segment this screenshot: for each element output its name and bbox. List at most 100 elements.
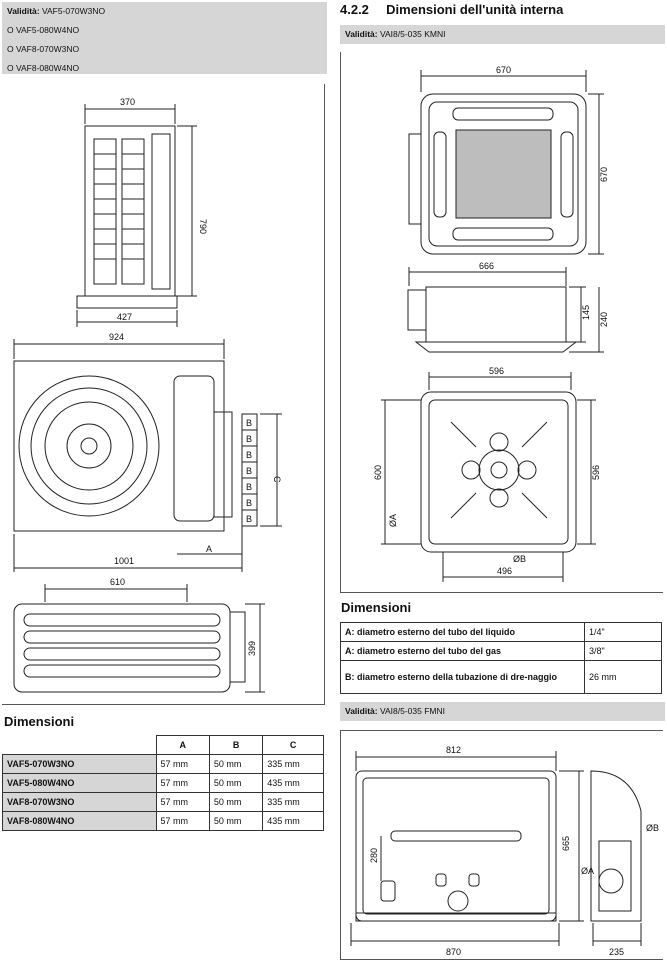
dim-ob: ØB bbox=[646, 823, 659, 833]
dim-496: 496 bbox=[497, 566, 512, 576]
dim-600: 600 bbox=[373, 465, 383, 480]
dim-oa: ØA bbox=[388, 514, 398, 527]
b-cell: 50 mm bbox=[208, 773, 264, 793]
validity-label: Validità: bbox=[345, 29, 378, 39]
indoor-unit-fmni-drawing: 812 665 280 ØA ØB 870 235 bbox=[350, 745, 659, 957]
dim-a: A bbox=[206, 544, 212, 554]
table-row: VAF5-070W3NO 57 mm 50 mm 335 mm bbox=[2, 754, 324, 774]
dim-610: 610 bbox=[110, 577, 125, 587]
indoor-unit-kmni-drawing-frame: 670 670 666 145 240 596 600 596 ØA ØB 49… bbox=[340, 52, 663, 593]
validity-item: O VAF8-070W3NO bbox=[7, 44, 80, 54]
side-view-base bbox=[76, 295, 178, 309]
dim-670-height: 670 bbox=[599, 167, 609, 182]
a-cell: 57 mm bbox=[155, 792, 210, 812]
c-cell: 335 mm bbox=[262, 792, 324, 812]
model-cell: VAF5-070W3NO bbox=[2, 754, 157, 774]
dim-1001: 1001 bbox=[114, 556, 134, 566]
dim-b: B bbox=[246, 498, 252, 508]
dim-ob: ØB bbox=[513, 554, 526, 564]
dim-870: 870 bbox=[446, 947, 461, 957]
dim-790: 790 bbox=[198, 219, 208, 234]
indoor-dimensions-table: A: diametro esterno del tubo del liquido… bbox=[340, 622, 662, 694]
cassette-side-body bbox=[425, 286, 567, 343]
validity-box: Validità: VAF5-070W3NO O VAF5-080W4NO O … bbox=[2, 2, 327, 74]
dim-924: 924 bbox=[109, 332, 124, 342]
table-row: VAF5-080W4NO 57 mm 50 mm 435 mm bbox=[2, 773, 324, 793]
front-view-body bbox=[13, 360, 225, 532]
c-cell: 335 mm bbox=[262, 754, 324, 774]
left-dimensions-title: Dimensioni bbox=[4, 714, 75, 729]
validity-label: Validità: bbox=[345, 706, 378, 716]
dim-812: 812 bbox=[446, 745, 461, 755]
model-cell: VAF8-070W3NO bbox=[2, 792, 157, 812]
value-cell: 3/8" bbox=[584, 641, 662, 661]
control-panel bbox=[173, 375, 215, 522]
dim-370: 370 bbox=[120, 97, 135, 107]
table-header-row: A B C bbox=[2, 735, 324, 755]
validity-bar-fmni: Validità: VAI8/5-035 FMNI bbox=[340, 702, 665, 721]
validity-item: O VAF5-080W4NO bbox=[7, 25, 80, 35]
table-row: A: diametro esterno del tubo del liquido… bbox=[340, 622, 662, 642]
model-cell: VAF8-080W4NO bbox=[2, 811, 157, 831]
console-front-body bbox=[355, 770, 557, 922]
section-heading: 4.2.2 Dimensioni dell'unità interna bbox=[340, 2, 563, 17]
dim-280: 280 bbox=[369, 848, 379, 863]
table-header-c: C bbox=[262, 735, 324, 755]
right-dimensions-title: Dimensioni bbox=[341, 600, 412, 615]
table-header-a: A bbox=[155, 735, 210, 755]
validity-model: VAF5-070W3NO bbox=[41, 6, 106, 16]
validity-first-line: Validità: VAF5-070W3NO bbox=[7, 2, 327, 21]
validity-model: VAI8/5-035 FMNI bbox=[379, 706, 446, 716]
dim-b: B bbox=[246, 434, 252, 444]
a-cell: 57 mm bbox=[155, 754, 210, 774]
dim-235: 235 bbox=[609, 947, 624, 957]
label-cell: A: diametro esterno del tubo del gas bbox=[340, 641, 585, 661]
dim-399: 399 bbox=[247, 641, 257, 656]
dim-427: 427 bbox=[117, 312, 132, 322]
table-header-empty bbox=[2, 735, 157, 755]
model-cell: VAF5-080W4NO bbox=[2, 773, 157, 793]
value-cell: 26 mm bbox=[584, 660, 662, 694]
dim-b: B bbox=[246, 418, 252, 428]
table-row: VAF8-080W4NO 57 mm 50 mm 435 mm bbox=[2, 811, 324, 831]
cassette-bottom-body bbox=[420, 391, 577, 553]
side-fins bbox=[93, 138, 145, 285]
b-cell: 50 mm bbox=[208, 811, 264, 831]
a-cell: 57 mm bbox=[155, 773, 210, 793]
table-header-b: B bbox=[208, 735, 264, 755]
outdoor-unit-drawing: 370 790 427 924 C B B B B B B B A 1001 6… bbox=[13, 97, 282, 693]
dim-665: 665 bbox=[561, 836, 571, 851]
validity-model: VAI8/5-035 KMNI bbox=[379, 29, 446, 39]
dim-596-height: 596 bbox=[591, 465, 601, 480]
outdoor-dimensions-table: A B C VAF5-070W3NO 57 mm 50 mm 335 mm VA… bbox=[2, 735, 324, 831]
section-number: 4.2.2 bbox=[340, 2, 369, 17]
b-cell: 50 mm bbox=[208, 792, 264, 812]
table-row: A: diametro esterno del tubo del gas 3/8… bbox=[340, 641, 662, 661]
console-side-body bbox=[590, 770, 642, 922]
validity-bar-kmni: Validità: VAI8/5-035 KMNI bbox=[340, 25, 665, 44]
dim-670-width: 670 bbox=[496, 65, 511, 75]
dim-596-width: 596 bbox=[489, 366, 504, 376]
value-cell: 1/4" bbox=[584, 622, 662, 642]
a-cell: 57 mm bbox=[155, 811, 210, 831]
dim-666: 666 bbox=[479, 261, 494, 271]
dim-b: B bbox=[246, 466, 252, 476]
c-cell: 435 mm bbox=[262, 811, 324, 831]
cassette-fan-hub bbox=[478, 449, 520, 491]
validity-item: O VAF8-080W4NO bbox=[7, 63, 80, 73]
dim-b: B bbox=[246, 482, 252, 492]
c-cell: 435 mm bbox=[262, 773, 324, 793]
label-cell: A: diametro esterno del tubo del liquido bbox=[340, 622, 585, 642]
dim-c: C bbox=[272, 476, 282, 483]
table-row: VAF8-070W3NO 57 mm 50 mm 335 mm bbox=[2, 792, 324, 812]
b-boxes bbox=[241, 413, 258, 527]
label-cell: B: diametro esterno della tubazione di d… bbox=[340, 660, 585, 694]
table-row: B: diametro esterno della tubazione di d… bbox=[340, 660, 662, 694]
b-cell: 50 mm bbox=[208, 754, 264, 774]
dim-b: B bbox=[246, 450, 252, 460]
indoor-unit-kmni-drawing: 670 670 666 145 240 596 600 596 ØA ØB 49… bbox=[373, 65, 609, 582]
dim-oa: ØA bbox=[581, 866, 594, 876]
indoor-unit-fmni-drawing-frame: 812 665 280 ØA ØB 870 235 bbox=[340, 730, 663, 960]
dim-145: 145 bbox=[581, 305, 591, 320]
section-title: Dimensioni dell'unità interna bbox=[386, 2, 564, 17]
